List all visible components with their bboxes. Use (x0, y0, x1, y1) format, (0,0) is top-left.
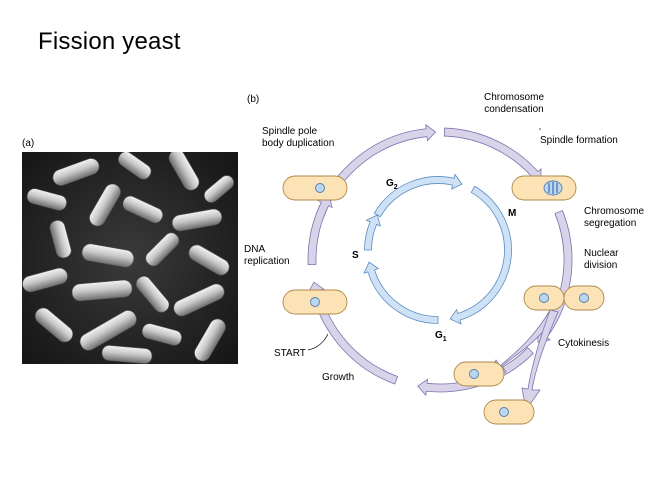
label-spindle-formation: Spindle formation (540, 135, 618, 146)
cell-daughter-1-nucleus-1 (469, 369, 479, 379)
phase-m: M (508, 208, 517, 219)
phase-s: S (352, 250, 359, 261)
panel-a-label: (a) (22, 138, 35, 149)
cell-cycle-diagram: G2 M G1 S Chromosome condensation Spindl… (240, 90, 660, 435)
phase-g1: G1 (435, 330, 447, 343)
label-cytokinesis: Cytokinesis (558, 338, 610, 349)
cell-division-left-nucleus-1 (539, 293, 549, 303)
yeast-micrograph (22, 152, 238, 364)
slide-title: Fission yeast (38, 28, 181, 55)
outer-cycle-arrows (307, 123, 573, 412)
cells (282, 175, 605, 425)
label-nuclear-division: Nuclear division (584, 248, 619, 271)
branch-arrow-2 (521, 309, 559, 412)
inner-arrow-1 (373, 173, 463, 218)
cell-spindle-pole-body (282, 175, 348, 201)
label-start: START (274, 348, 306, 359)
cell-daughter-2 (483, 399, 535, 425)
cell-daughter-2-body (483, 399, 535, 425)
micrograph-image (22, 152, 238, 364)
cell-division-right-nucleus-1 (579, 293, 589, 303)
cell-division-right (563, 285, 605, 311)
label-spindle-pole-duplication: Spindle pole body duplication (262, 126, 335, 149)
outer-arrow-6 (307, 195, 333, 266)
inner-arrow-4 (364, 214, 381, 251)
label-dna-replication: DNA replication (244, 244, 290, 267)
cell-spindle-pole-nucleus-1 (315, 183, 325, 193)
phase-g2: G2 (386, 178, 398, 191)
cell-daughter-2-nucleus-1 (499, 407, 509, 417)
panel-b-label: (b) (247, 94, 260, 105)
leader-lines (307, 128, 541, 351)
label-chromosome-condensation: Chromosome condensation (483, 92, 545, 115)
cell-dna-replication (282, 289, 348, 315)
label-chromosome-segregation: Chromosome segregation (584, 206, 645, 229)
inner-arrow-3 (363, 261, 439, 324)
outer-arrow-2 (443, 127, 542, 182)
cell-dna-replication-nucleus-1 (310, 297, 320, 307)
cell-daughter-1-body (453, 361, 505, 387)
inner-cycle-arrows (363, 173, 512, 325)
inner-arrow-2 (449, 185, 512, 325)
label-growth: Growth (322, 372, 355, 383)
cell-cycle-svg (282, 123, 605, 425)
chromosome-marks (548, 182, 558, 194)
cell-division-left (523, 285, 565, 311)
start-leader-line (307, 333, 329, 351)
cell-spindle-pole (282, 175, 348, 201)
cell-daughter-1 (453, 361, 505, 387)
